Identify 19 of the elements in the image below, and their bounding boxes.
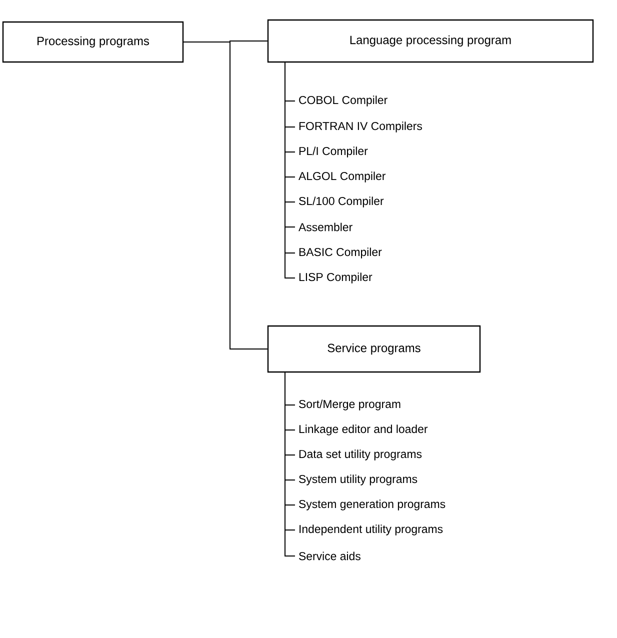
program-name: System generation programs (299, 500, 446, 510)
program-name: FORTRAN IV Compilers (299, 122, 422, 132)
process-box: Processing programs (2, 21, 184, 63)
process-box: Language processing program (267, 19, 594, 63)
program-name: Data set utility programs (299, 450, 422, 460)
program-name: Sort/Merge program (299, 400, 400, 410)
program-name: Service aids (299, 552, 360, 560)
program-name: Independent utility programs (300, 524, 443, 536)
program-name: Linkage editor and loader (299, 424, 428, 436)
program-name: PL/I Compiler (299, 146, 368, 158)
program-name: LISP Compiler (299, 272, 372, 284)
program-name: COBOL Compiler (299, 96, 388, 106)
program-name: Assembler (298, 222, 352, 232)
program-name: SL/100 Compiler (299, 196, 384, 208)
process-box: Service programs (267, 325, 481, 373)
program-name: System utility programs (299, 474, 418, 486)
connector-line (183, 42, 268, 350)
program-name: BASIC Compiler (299, 248, 382, 258)
program-name: ALGOL Compiler (298, 172, 386, 182)
